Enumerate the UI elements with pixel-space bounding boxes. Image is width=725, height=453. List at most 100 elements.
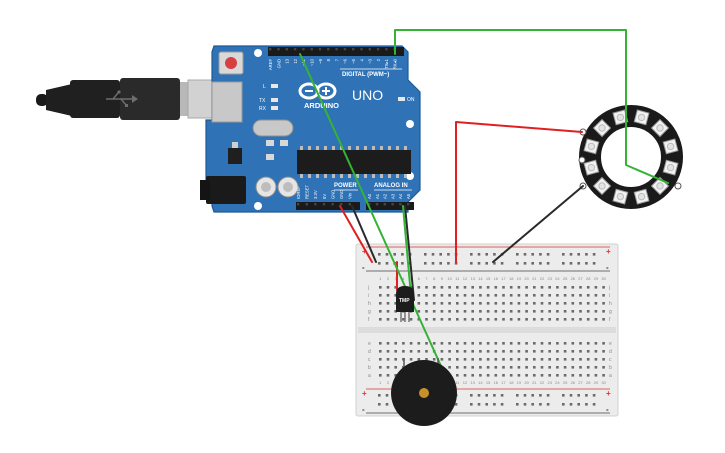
column-number: 28	[586, 380, 591, 385]
green-sensor-signal-wire[interactable]	[402, 205, 412, 297]
analog-header-label: ANALOG IN	[374, 183, 408, 189]
header-pin[interactable]	[383, 203, 386, 206]
header-pin[interactable]	[335, 48, 338, 51]
column-number: 29	[594, 276, 599, 281]
header-pin[interactable]	[391, 203, 394, 206]
header-pin[interactable]	[327, 48, 330, 51]
pin-label: AREF	[268, 59, 273, 71]
pin-label: ~6	[343, 58, 348, 63]
pin-label: A5	[406, 193, 411, 199]
green-signal-wire-ring[interactable]	[394, 29, 669, 184]
column-number: 17	[501, 380, 506, 385]
rail-minus-label: -	[362, 405, 365, 414]
column-number: 26	[571, 380, 576, 385]
digital-header[interactable]	[268, 47, 404, 56]
column-number: 6	[418, 276, 421, 281]
reset-button[interactable]	[218, 51, 244, 75]
column-number: 27	[578, 380, 583, 385]
column-number: 1	[379, 276, 382, 281]
header-pin[interactable]	[375, 203, 379, 206]
header-pin[interactable]	[340, 203, 343, 206]
header-pin[interactable]	[318, 48, 322, 51]
header-pin[interactable]	[314, 203, 317, 206]
column-number: 16	[494, 380, 499, 385]
header-pin[interactable]	[407, 203, 410, 206]
header-pin[interactable]	[385, 48, 388, 51]
column-number: 16	[494, 276, 499, 281]
column-number: 30	[601, 276, 606, 281]
led-l-label: L	[263, 84, 266, 90]
column-number: 4	[402, 276, 405, 281]
header-pin[interactable]	[352, 48, 355, 51]
black-gnd-wire[interactable]	[351, 205, 377, 263]
header-pin[interactable]	[368, 203, 371, 206]
usb-icon	[106, 90, 138, 107]
header-pin[interactable]	[331, 203, 334, 206]
header-pin[interactable]	[285, 48, 288, 51]
column-number: 7	[425, 276, 428, 281]
power-header-label: POWER	[334, 183, 357, 189]
analog-header[interactable]	[366, 202, 414, 210]
column-number: 19	[517, 276, 522, 281]
row-letter: d	[368, 349, 371, 355]
column-number: 26	[571, 276, 576, 281]
green-buzzer-wire[interactable]	[299, 53, 442, 367]
header-pin[interactable]	[322, 203, 326, 206]
column-number: 18	[509, 276, 514, 281]
pin-label: 7	[334, 58, 339, 61]
row-letter: c	[368, 357, 371, 363]
row-letter: i	[368, 293, 369, 299]
header-pin[interactable]	[368, 48, 371, 51]
black-ground-wire-ring[interactable]	[492, 185, 584, 263]
pin-label: GND	[339, 190, 344, 199]
piezo-buzzer[interactable]	[391, 358, 457, 426]
header-pin[interactable]	[348, 203, 351, 206]
column-number: 14	[478, 380, 483, 385]
header-pin[interactable]	[343, 48, 347, 51]
header-pin[interactable]	[360, 48, 363, 51]
rail-plus-label: +	[606, 247, 611, 256]
column-number: 22	[540, 380, 545, 385]
ring-pin[interactable]	[578, 156, 586, 164]
row-letter: g	[609, 309, 612, 315]
row-letter: g	[368, 309, 371, 315]
power-jack[interactable]	[200, 176, 246, 204]
row-letter: c	[609, 357, 612, 363]
column-number: 2	[387, 380, 390, 385]
ring-pin[interactable]	[674, 182, 682, 190]
sensor-label: TMP	[399, 298, 410, 304]
header-pin[interactable]	[376, 48, 380, 51]
column-number: 1	[379, 380, 382, 385]
column-number: 15	[486, 276, 491, 281]
mounting-hole	[254, 202, 262, 210]
column-number: 23	[547, 380, 552, 385]
neopixel-ring[interactable]	[578, 105, 683, 209]
pin-label: ~5	[351, 58, 356, 63]
header-pin[interactable]	[399, 203, 402, 206]
header-pin[interactable]	[310, 48, 313, 51]
header-pin[interactable]	[302, 48, 305, 51]
red-power-wire-ring[interactable]	[455, 121, 583, 263]
power-header[interactable]	[296, 202, 360, 210]
red-5v-wire[interactable]	[339, 205, 373, 263]
led-tx-label: TX	[259, 98, 266, 104]
column-number: 13	[470, 276, 475, 281]
rail-plus-label: +	[362, 247, 367, 256]
row-letter: b	[368, 365, 371, 371]
row-letter: f	[368, 317, 370, 323]
black-sensor-ground-wire[interactable]	[404, 205, 415, 301]
pin-label: RX◂0	[393, 58, 398, 69]
row-letter: e	[368, 341, 371, 347]
column-number: 17	[501, 276, 506, 281]
header-pin[interactable]	[269, 48, 272, 51]
rail-plus-label: +	[606, 389, 611, 398]
pin-label: 8	[326, 58, 331, 61]
temperature-sensor[interactable]: TMP	[396, 286, 414, 322]
header-pin[interactable]	[297, 203, 300, 206]
rail-minus-label: -	[606, 263, 609, 272]
header-pin[interactable]	[277, 48, 280, 51]
header-pin[interactable]	[293, 48, 297, 51]
usb-cable[interactable]	[36, 78, 235, 120]
header-pin[interactable]	[305, 203, 308, 206]
